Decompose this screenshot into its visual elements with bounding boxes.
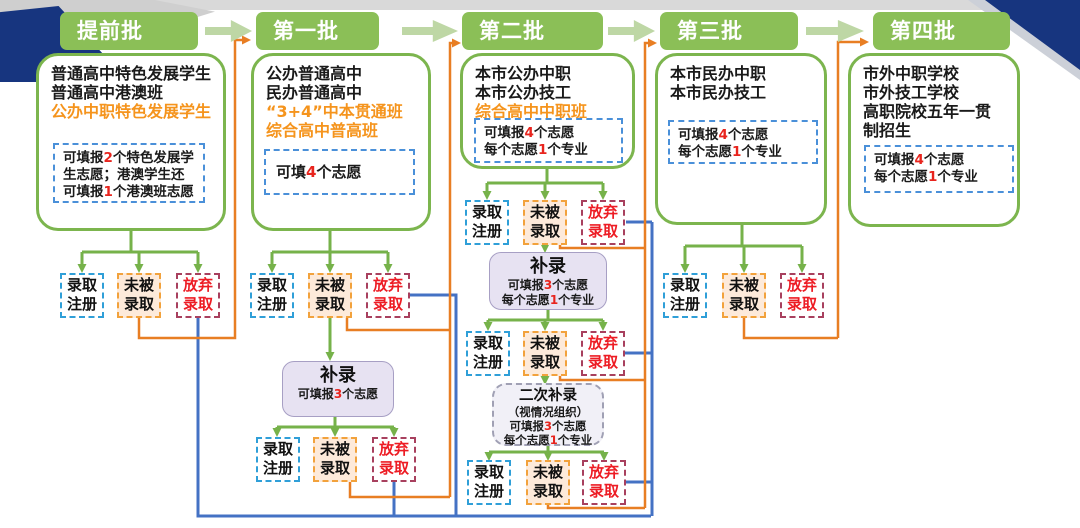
batch-header-4: 第三批 [660,12,798,50]
outcome-admitted-register: 录取注册 [256,437,300,482]
note-line: 每个志愿1个专业 [678,144,782,160]
category-line: 本市民办中职 [670,64,767,83]
note-line: 每个志愿1个专业 [874,169,978,185]
volunteer-note-box: 可填报4个志愿 每个志愿1个专业 [864,145,1014,193]
outcome-abandoned: 放弃录取 [780,273,824,318]
outcome-abandoned: 放弃录取 [372,437,416,482]
outcome-admitted-register: 录取注册 [466,331,510,376]
outcome-abandoned: 放弃录取 [582,460,626,505]
outcome-admitted-register: 录取注册 [250,273,294,318]
note-line: 每个志愿1个专业 [484,142,588,158]
outcome-not-admitted: 未被录取 [313,437,357,482]
note-line: 可填4个志愿 [276,162,362,181]
note-line: 可填报4个志愿 [874,152,965,168]
note-line: 可填报4个志愿 [484,125,575,141]
category-line: 制招生 [863,121,912,140]
batch-category-box-2: 公办普通高中 民办普通高中 “3+4”中本贯通班 综合高中普高班 可填4个志愿 [251,53,431,231]
outcome-not-admitted: 未被录取 [523,331,567,376]
outcome-admitted-register: 录取注册 [467,460,511,505]
batch-flow-arrow-icon [608,20,655,42]
batch-category-box-3: 本市公办中职 本市公办技工 综合高中中职班 可填报4个志愿 每个志愿1个专业 [460,53,635,169]
supplement-title: 补录 [530,256,566,277]
supplement-title: 补录 [320,365,356,386]
note-line: 可填报2个特色发展学 [63,150,194,166]
category-line: 综合高中中职班 [475,102,588,121]
batch-header-3: 第二批 [462,12,603,50]
batch-category-box-4: 本市民办中职 本市民办技工 可填报4个志愿 每个志愿1个专业 [655,53,827,225]
batch-category-box-5: 市外中职学校 市外技工学校 高职院校五年一贯 制招生 可填报4个志愿 每个志愿1… [848,53,1020,227]
outcome-abandoned: 放弃录取 [581,331,625,376]
note-line: 可填报4个志愿 [678,127,769,143]
category-line: 公办中职特色发展学生 [51,102,212,121]
category-line: 本市公办技工 [475,83,572,102]
volunteer-note-box: 可填报4个志愿 每个志愿1个专业 [474,118,623,163]
supplement-line: （视情况组织） [507,405,589,419]
supplement-line: 每个志愿1个专业 [501,293,595,307]
batch-flow-arrow-icon [806,20,864,42]
outcome-abandoned: 放弃录取 [581,200,625,245]
outcome-admitted-register: 录取注册 [60,273,104,318]
category-line: 市外技工学校 [863,83,960,102]
outcome-abandoned: 放弃录取 [366,273,410,318]
batch-category-box-1: 普通高中特色发展学生 普通高中港澳班 公办中职特色发展学生 可填报2个特色发展学… [36,53,226,231]
outcome-admitted-register: 录取注册 [465,200,509,245]
volunteer-note-box: 可填4个志愿 [264,149,415,195]
outcome-not-admitted: 未被录取 [523,200,567,245]
category-line: 本市公办中职 [475,64,572,83]
volunteer-note-box: 可填报2个特色发展学 生志愿；港澳学生还 可填报1个港澳班志愿 [53,143,205,203]
batch-header-2: 第一批 [256,12,379,50]
supplement-box-batch1: 补录 可填报3个志愿 [282,361,394,417]
outcome-not-admitted: 未被录取 [722,273,766,318]
category-line: 综合高中普高班 [266,121,379,140]
note-line: 生志愿；港澳学生还 [63,167,185,183]
supplement-title: 二次补录 [519,388,577,404]
supplement-line: 每个志愿1个专业 [503,433,593,447]
green-flow-lines [77,169,807,461]
blue-abandon-lines [196,220,654,518]
outcome-admitted-register: 录取注册 [663,273,707,318]
category-line: 普通高中特色发展学生 [51,64,212,83]
batch-header-1: 提前批 [60,12,198,50]
category-line: 普通高中港澳班 [51,83,164,102]
supplement-line: 可填报3个志愿 [297,387,379,401]
supplement-line: 可填报3个志愿 [509,419,587,433]
category-line: “3+4”中本贯通班 [266,102,403,121]
outcome-not-admitted: 未被录取 [308,273,352,318]
supplement-box-batch2: 补录 可填报3个志愿 每个志愿1个专业 [489,252,607,310]
batch-flow-arrow-icon [402,20,458,42]
batch-header-5: 第四批 [873,12,1010,50]
top-gray-strip [0,0,1080,10]
volunteer-note-box: 可填报4个志愿 每个志愿1个专业 [668,120,818,164]
category-line: 市外中职学校 [863,64,960,83]
category-line: 高职院校五年一贯 [863,102,992,121]
supplement-line: 可填报3个志愿 [507,278,589,292]
second-supplement-box: 二次补录 （视情况组织） 可填报3个志愿 每个志愿1个专业 [492,383,604,447]
category-line: 本市民办技工 [670,83,767,102]
category-line: 公办普通高中 [266,64,363,83]
orange-retry-lines [137,35,869,510]
outcome-not-admitted: 未被录取 [526,460,570,505]
batch-flow-arrow-icon [205,20,252,42]
note-line: 可填报1个港澳班志愿 [63,184,194,200]
outcome-not-admitted: 未被录取 [117,273,161,318]
category-line: 民办普通高中 [266,83,363,102]
outcome-abandoned: 放弃录取 [176,273,220,318]
